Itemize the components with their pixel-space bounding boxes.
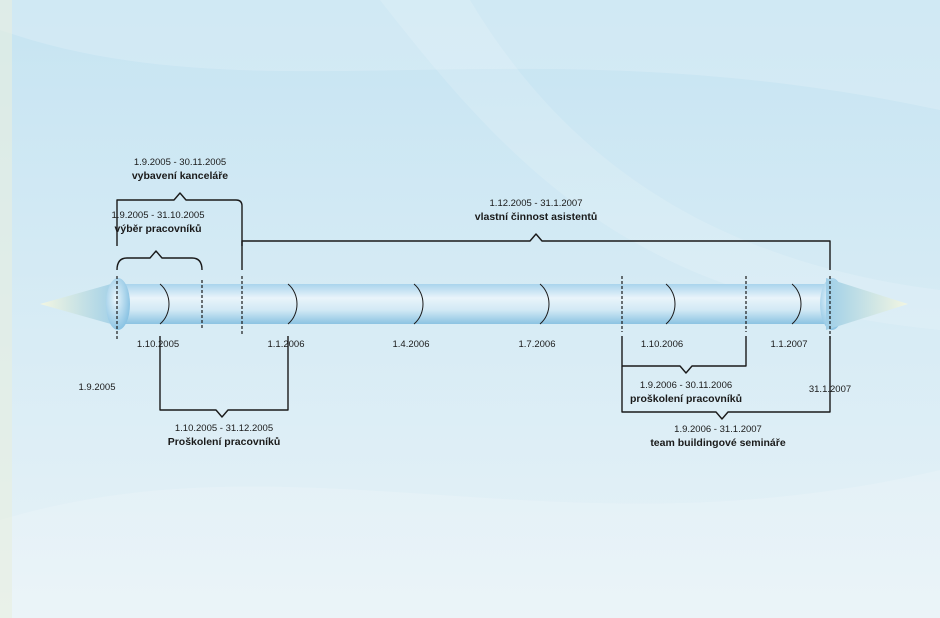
phase-dates: 1.9.2005 - 30.11.2005 <box>133 157 227 168</box>
phase-dates: 1.9.2006 - 31.1.2007 <box>674 424 762 435</box>
phase-title: vybavení kanceláře <box>131 170 229 182</box>
tick-label: 1.10.2005 <box>136 339 180 350</box>
phase-dates: 1.10.2005 - 31.12.2005 <box>174 423 274 434</box>
segment-arcs <box>159 283 802 325</box>
brackets-below <box>159 336 831 420</box>
dashed-markers <box>116 276 831 340</box>
bracket-vybaveni-kancelare <box>116 192 243 246</box>
arrow-left-cap <box>106 278 130 330</box>
timeline-arrow <box>40 278 908 330</box>
tick-arc-1-10-2006 <box>665 283 676 325</box>
phase-dates: 1.9.2005 - 31.10.2005 <box>111 210 205 221</box>
phase-dates: 1.9.2006 - 30.11.2006 <box>639 380 733 391</box>
tick-label: 1.7.2006 <box>518 339 556 350</box>
brackets-above <box>116 192 831 271</box>
tick-arc-1-4-2006 <box>413 283 424 325</box>
phase-dates: 1.12.2005 - 31.1.2007 <box>489 198 583 209</box>
tick-label: 1.4.2006 <box>392 339 430 350</box>
phase-title: vlastní činnost asistentů <box>474 211 598 223</box>
tick-label: 1.10.2006 <box>640 339 684 350</box>
tick-arc-1-10-2005 <box>159 283 170 325</box>
tick-arc-1-7-2006 <box>539 283 550 325</box>
phase-title: team buildingové semináře <box>650 437 786 449</box>
timeline-start-label: 1.9.2005 <box>78 382 116 393</box>
arrow-tail <box>40 282 118 326</box>
phase-title: výběr pracovníků <box>114 223 202 235</box>
bracket-team-building <box>621 336 831 420</box>
tick-label: 1.1.2007 <box>770 339 808 350</box>
tick-label: 1.1.2006 <box>267 339 305 350</box>
background-swoosh <box>380 0 940 330</box>
tick-arc-1-1-2007 <box>791 283 802 325</box>
phase-title: Proškolení pracovníků <box>167 436 281 448</box>
tick-arc-1-1-2006 <box>287 283 298 325</box>
arrow-head <box>826 278 908 330</box>
bracket-vlastni-cinnost-asistentu <box>241 233 831 270</box>
arrow-shaft <box>112 284 832 324</box>
timeline-end-label: 31.1.2007 <box>808 384 852 395</box>
bracket-vyber-pracovniku <box>116 250 203 271</box>
background-swoosh <box>0 470 940 618</box>
left-edge-strip <box>0 0 12 618</box>
background-swoosh <box>0 0 940 110</box>
phase-title: proškolení pracovníků <box>629 393 743 405</box>
bracket-proskoleni-2005 <box>159 336 289 418</box>
